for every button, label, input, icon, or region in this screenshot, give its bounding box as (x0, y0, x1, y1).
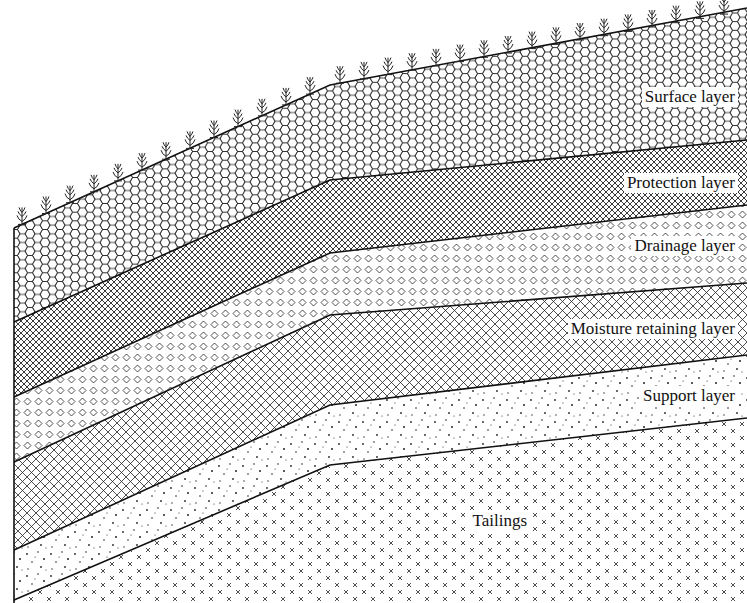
plant-symbol (65, 186, 75, 203)
plant-symbol (383, 58, 393, 75)
layer-boundary (14, 140, 747, 322)
layer-label: Drainage layer (631, 236, 738, 256)
plant-symbol (455, 45, 465, 62)
layer-boundary (14, 283, 747, 462)
plant-symbol (407, 53, 417, 70)
ground-surface-line (14, 8, 747, 228)
plant-symbol (89, 175, 99, 192)
plant-symbol (671, 6, 681, 23)
plant-symbol (695, 1, 705, 18)
plant-symbol (209, 121, 219, 138)
plant-symbol (113, 164, 123, 181)
plant-symbol (305, 77, 315, 94)
layer-boundary (14, 355, 747, 550)
vegetation-row (17, 0, 729, 224)
plant-symbol (527, 32, 537, 49)
plant-symbol (599, 19, 609, 36)
layer-boundary (14, 418, 747, 600)
layer-label: Support layer (640, 386, 738, 406)
plant-symbol (479, 40, 489, 57)
plant-symbol (257, 99, 267, 116)
plant-symbol (647, 10, 657, 27)
layer-label: Tailings (469, 511, 530, 531)
plant-symbol (233, 110, 243, 127)
plant-symbol (719, 0, 729, 14)
plant-symbol (623, 14, 633, 31)
plant-symbol (575, 23, 585, 40)
layer-label: Protection layer (624, 173, 738, 193)
plant-symbol (359, 62, 369, 79)
tailings-fill (14, 418, 747, 603)
section-edge-line (13, 228, 15, 603)
plant-symbol (17, 207, 27, 224)
plant-symbol (185, 131, 195, 148)
layer-label: Surface layer (642, 87, 738, 107)
plant-symbol (137, 153, 147, 170)
plant-symbol (281, 88, 291, 105)
layer-label: Moisture retaining layer (568, 319, 738, 339)
plant-symbol (41, 197, 51, 214)
plant-symbol (335, 66, 345, 83)
plant-symbol (503, 36, 513, 53)
plant-symbol (161, 142, 171, 159)
plant-symbol (551, 27, 561, 44)
plant-symbol (431, 49, 441, 66)
